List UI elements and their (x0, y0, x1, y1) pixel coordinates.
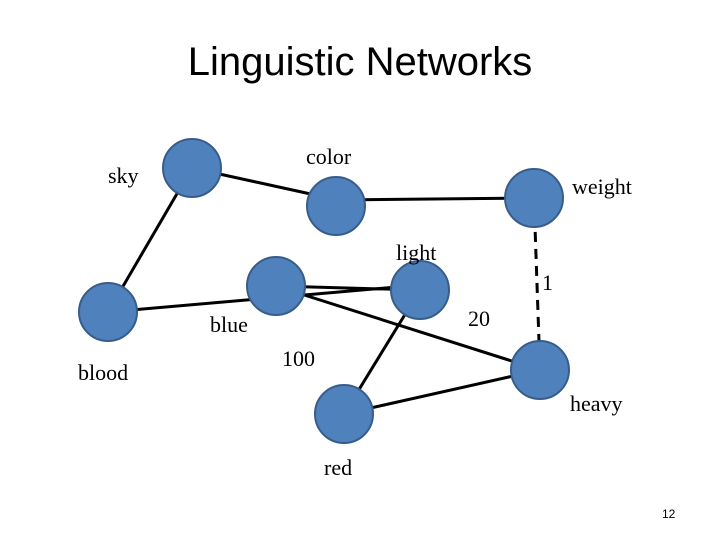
node-heavy (510, 340, 570, 400)
node-light (390, 260, 450, 320)
label-color: color (306, 144, 352, 169)
node-weight (504, 168, 564, 228)
label-light: light (396, 240, 436, 265)
slide-title: Linguistic Networks (187, 40, 533, 84)
label-sky: sky (108, 163, 139, 188)
edge-blue-heavy (275, 284, 541, 372)
weight-label-light-heavy: 1 (542, 270, 553, 295)
weight-label-blue-red: 100 (282, 346, 315, 371)
weight-label-blue-heavy: 20 (468, 306, 490, 331)
node-sky (162, 138, 222, 198)
label-blood: blood (78, 360, 128, 385)
page-number: 12 (662, 507, 676, 521)
edge-color-weight (337, 196, 535, 202)
label-weight: weight (572, 174, 632, 199)
node-blood (78, 282, 138, 342)
node-color (306, 176, 366, 236)
node-blue (246, 256, 306, 316)
label-heavy: heavy (570, 391, 623, 416)
edge-red-heavy (343, 368, 541, 416)
label-red: red (324, 455, 352, 480)
label-blue: blue (210, 312, 248, 337)
node-red (314, 384, 374, 444)
